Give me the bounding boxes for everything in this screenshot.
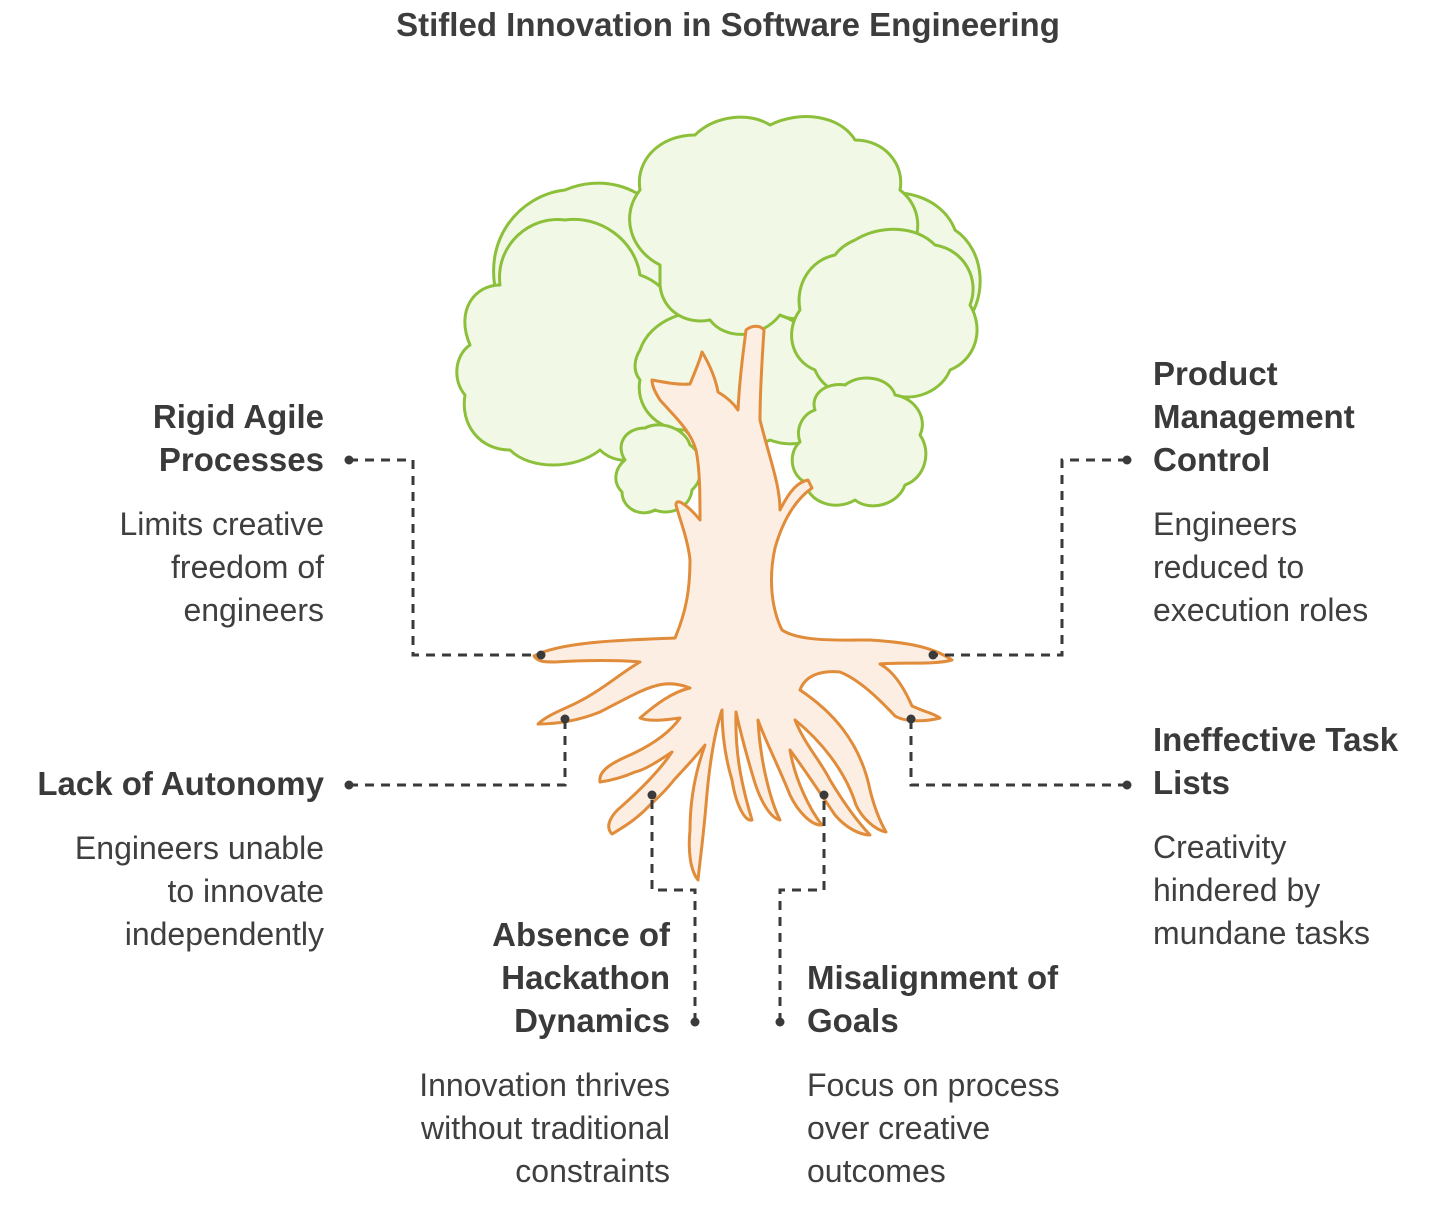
connector-ineffective-tasks-tree-dot xyxy=(906,714,916,724)
label-lack-autonomy-title: Lack of Autonomy xyxy=(37,765,324,802)
foliage-small-right xyxy=(790,376,928,508)
connector-hackathon-label-dot xyxy=(690,1017,700,1027)
label-product-management-title: Product Management Control xyxy=(1153,355,1355,478)
label-rigid-agile: Rigid Agile Processes Limits creative fr… xyxy=(120,395,325,632)
label-rigid-agile-title: Rigid Agile Processes xyxy=(152,398,324,478)
connector-lack-autonomy xyxy=(349,719,567,787)
label-rigid-agile-desc: Limits creative freedom of engineers xyxy=(119,506,325,628)
connector-misalignment xyxy=(778,795,826,1022)
connector-hackathon xyxy=(650,795,697,1022)
connector-ineffective-tasks-label-dot xyxy=(1122,780,1132,790)
label-hackathon-desc: Innovation thrives without traditional c… xyxy=(419,1067,670,1189)
label-ineffective-tasks-desc: Creativity hindered by mundane tasks xyxy=(1153,829,1371,951)
label-ineffective-tasks: Ineffective Task Lists Creativity hinder… xyxy=(1153,718,1398,955)
foliage-small-left xyxy=(614,423,703,515)
label-hackathon-title: Absence of Hackathon Dynamics xyxy=(492,916,670,1039)
label-product-management-desc: Engineers reduced to execution roles xyxy=(1153,506,1369,628)
connector-rigid-agile-label-dot xyxy=(344,455,354,465)
connector-rigid-agile xyxy=(349,458,541,657)
connector-product-management xyxy=(933,458,1127,657)
label-misalignment-desc: Focus on process over creative outcomes xyxy=(807,1067,1060,1189)
connector-misalignment-label-dot xyxy=(775,1017,785,1027)
label-lack-autonomy-desc: Engineers unable to innovate independent… xyxy=(74,830,324,952)
connector-lack-autonomy-tree-dot xyxy=(560,714,570,724)
connector-ineffective-tasks xyxy=(909,719,1127,787)
label-misalignment-title: Misalignment of Goals xyxy=(807,959,1059,1039)
connector-lack-autonomy-label-dot xyxy=(344,780,354,790)
connector-hackathon-tree-dot xyxy=(647,790,657,800)
connector-rigid-agile-tree-dot xyxy=(536,650,546,660)
connector-lines xyxy=(344,455,1132,1027)
label-lack-autonomy: Lack of Autonomy Engineers unable to inn… xyxy=(37,762,324,956)
connector-product-management-label-dot xyxy=(1122,455,1132,465)
connector-misalignment-tree-dot xyxy=(819,790,829,800)
connector-product-management-tree-dot xyxy=(928,650,938,660)
label-ineffective-tasks-title: Ineffective Task Lists xyxy=(1153,721,1399,801)
label-misalignment: Misalignment of Goals Focus on process o… xyxy=(807,956,1060,1193)
tree-trunk-and-roots xyxy=(532,324,954,882)
diagram-title: Stifled Innovation in Software Engineeri… xyxy=(396,6,1060,43)
label-hackathon: Absence of Hackathon Dynamics Innovation… xyxy=(419,913,670,1193)
label-product-management: Product Management Control Engineers red… xyxy=(1153,352,1368,632)
